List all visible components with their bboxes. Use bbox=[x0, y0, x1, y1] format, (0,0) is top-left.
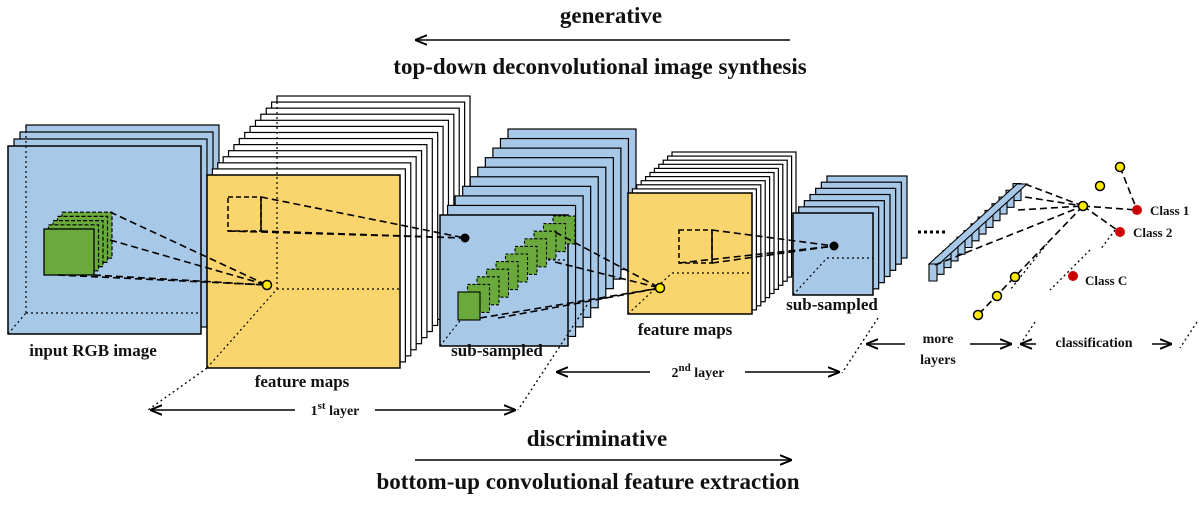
class-dot-2 bbox=[1115, 227, 1125, 237]
node-fc-2 bbox=[1094, 180, 1106, 192]
bottom-up-heading: bottom-up convolutional feature extracti… bbox=[376, 469, 799, 494]
feature-vector-top bbox=[927, 183, 1029, 265]
green-bar-cell bbox=[457, 291, 481, 321]
node-fc-1 bbox=[1114, 161, 1126, 173]
layer-1-label: 1st layer bbox=[311, 400, 360, 419]
feature-maps-2-hidden-edges bbox=[627, 272, 752, 315]
volume-subsampled-2 bbox=[792, 175, 908, 296]
layer-2-label: 2nd layer bbox=[671, 362, 724, 381]
class-1-label: Class 1 bbox=[1150, 203, 1189, 218]
volume-feature-maps-1-front bbox=[206, 174, 401, 369]
volume-feature-maps-1 bbox=[206, 95, 471, 369]
node-pool1 bbox=[460, 233, 470, 243]
feature-maps-1-label: feature maps bbox=[255, 372, 350, 391]
nodes bbox=[261, 161, 1142, 321]
class-c-label: Class C bbox=[1085, 273, 1127, 288]
feature-vector-cell bbox=[928, 263, 938, 282]
node-conv2 bbox=[654, 282, 666, 294]
more-layers-label-1: more bbox=[923, 332, 954, 347]
input-label: input RGB image bbox=[29, 341, 157, 360]
volume-feature-maps-2-front bbox=[627, 192, 753, 315]
generative-heading: generative bbox=[560, 3, 662, 28]
node-fc-3 bbox=[1009, 271, 1021, 283]
subsampled-green-bar bbox=[457, 215, 576, 321]
subsampled-2-hidden-edges bbox=[792, 257, 873, 296]
node-pool2 bbox=[829, 241, 839, 251]
top-down-heading: top-down deconvolutional image synthesis bbox=[393, 54, 806, 79]
classification-label: classification bbox=[1056, 336, 1133, 351]
class-dot-c bbox=[1068, 271, 1078, 281]
layer-volumes bbox=[7, 95, 1029, 369]
node-fc-4 bbox=[991, 290, 1003, 302]
feature-maps-1-hidden-edges bbox=[206, 96, 400, 369]
class-dot-1 bbox=[1132, 205, 1142, 215]
feature-vector bbox=[927, 183, 1029, 282]
input-green-cube bbox=[43, 211, 113, 276]
more-layers-label-2: layers bbox=[920, 353, 956, 368]
node-conv1 bbox=[261, 279, 273, 291]
discriminative-heading: discriminative bbox=[527, 426, 668, 451]
volume-input bbox=[7, 124, 220, 335]
node-fc-5 bbox=[972, 309, 984, 321]
green-cube-front bbox=[43, 228, 95, 276]
dimension-arrows bbox=[150, 344, 1172, 410]
volume-subsampled-2-front bbox=[792, 212, 874, 296]
subsampled-1-label: sub-sampled bbox=[451, 341, 543, 360]
projection-lines bbox=[57, 166, 1138, 319]
dimension-guides bbox=[147, 229, 1198, 411]
node-hidden bbox=[1077, 200, 1089, 212]
input-hidden-edges bbox=[7, 125, 201, 335]
class-2-label: Class 2 bbox=[1133, 225, 1172, 240]
subsampled-2-label: sub-sampled bbox=[786, 295, 878, 314]
feature-maps-2-label: feature maps bbox=[638, 320, 733, 339]
